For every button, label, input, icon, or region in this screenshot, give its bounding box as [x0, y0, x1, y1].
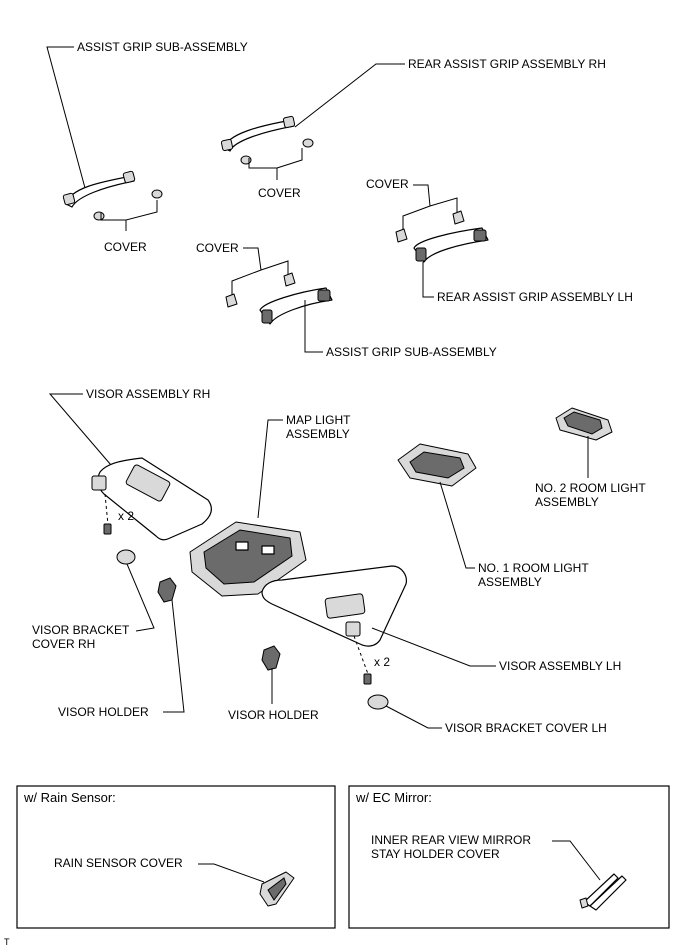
- stay-holder-cover-part: [579, 873, 627, 911]
- label-room1-line2: ASSEMBLY: [478, 575, 542, 589]
- map-light-part: [189, 521, 307, 597]
- leader-assist-grip-top: [46, 46, 86, 189]
- leader-visor-lh: [371, 627, 496, 667]
- leader-rear-grip-lh: [422, 262, 434, 298]
- leader-bracket-lh: [385, 705, 442, 729]
- label-room2-line1: NO. 2 ROOM LIGHT: [535, 481, 646, 495]
- label-qty-lh: x 2: [374, 655, 390, 669]
- label-qty-rh: x 2: [118, 509, 134, 523]
- rain-sensor-cover-part: [259, 871, 295, 907]
- label-rear-grip-lh: REAR ASSIST GRIP ASSEMBLY LH: [437, 290, 633, 304]
- label-ec-line2: STAY HOLDER COVER: [371, 847, 500, 861]
- label-visor-rh: VISOR ASSEMBLY RH: [86, 387, 210, 401]
- label-assist-grip-bottom: ASSIST GRIP SUB-ASSEMBLY: [326, 345, 497, 359]
- leader-cover-4: [231, 247, 289, 296]
- leader-cover-2: [248, 148, 303, 180]
- visor-holder-2-part: [261, 645, 281, 671]
- assist-grip-top-part: [62, 170, 136, 208]
- screw-line-lh: [353, 635, 369, 675]
- leader-map-light: [257, 419, 283, 519]
- visor-lh-part: [261, 565, 407, 647]
- label-rain-sensor-cover: RAIN SENSOR COVER: [54, 856, 183, 870]
- cover-cap-3b: [452, 210, 465, 225]
- leader-assist-grip-bottom: [304, 300, 323, 353]
- cover-cap-3a: [395, 228, 408, 243]
- screw-lh: [363, 673, 372, 685]
- label-visor-holder-1: VISOR HOLDER: [58, 705, 149, 719]
- label-ec-line1: INNER REAR VIEW MIRROR: [371, 833, 531, 847]
- cover-cap-4a: [225, 293, 238, 308]
- cover-cap-4b: [283, 272, 296, 287]
- rain-sensor-box-title: w/ Rain Sensor:: [23, 790, 116, 805]
- label-assist-grip-top: ASSIST GRIP SUB-ASSEMBLY: [77, 40, 248, 54]
- cover-cap-2b: [302, 138, 314, 148]
- screw-rh: [103, 523, 112, 535]
- leader-rear-grip-rh: [294, 63, 405, 128]
- label-map-light-line1: MAP LIGHT: [286, 413, 351, 427]
- label-cover-4: COVER: [196, 241, 239, 255]
- leader-cover-1: [100, 200, 158, 231]
- rain-sensor-box: [16, 785, 336, 929]
- label-visor-holder-2: VISOR HOLDER: [228, 708, 319, 722]
- label-rear-grip-rh: REAR ASSIST GRIP ASSEMBLY RH: [408, 57, 606, 71]
- label-cover-3: COVER: [366, 177, 409, 191]
- label-room2-line2: ASSEMBLY: [535, 495, 599, 509]
- visor-holder-1-part: [157, 577, 177, 603]
- label-bracket-rh-line1: VISOR BRACKET: [32, 623, 130, 637]
- leader-visor-rh: [48, 393, 118, 473]
- rear-grip-lh-part: [413, 227, 489, 263]
- visor-rh-part: [91, 457, 212, 541]
- label-visor-lh: VISOR ASSEMBLY LH: [499, 659, 621, 673]
- label-bracket-rh-line2: COVER RH: [32, 637, 95, 651]
- leader-rain-sensor-cover: [198, 863, 265, 883]
- room-light-2-part: [555, 407, 613, 441]
- label-cover-1: COVER: [104, 240, 147, 254]
- leader-room-1: [439, 481, 475, 569]
- visor-bracket-cover-rh-part: [116, 549, 136, 565]
- cover-cap-1a: [93, 211, 105, 221]
- leader-visor-holder-1: [163, 599, 185, 713]
- label-room1-line1: NO. 1 ROOM LIGHT: [478, 561, 589, 575]
- label-bracket-lh: VISOR BRACKET COVER LH: [445, 721, 607, 735]
- assist-grip-bottom-part: [259, 287, 333, 325]
- ec-mirror-box: [348, 785, 670, 929]
- room-light-1-part: [397, 443, 477, 487]
- screw-line-rh: [104, 493, 109, 526]
- rear-grip-rh-part: [220, 115, 296, 152]
- label-cover-2: COVER: [258, 186, 301, 200]
- cover-cap-1b: [151, 189, 163, 199]
- visor-bracket-cover-lh-part: [367, 694, 389, 710]
- leader-ec-holder-cover: [552, 840, 601, 881]
- label-map-light-line2: ASSEMBLY: [286, 427, 350, 441]
- leader-bracket-rh: [126, 563, 155, 632]
- leader-cover-3: [402, 184, 458, 231]
- figure-code: T: [4, 937, 10, 947]
- ec-mirror-box-title: w/ EC Mirror:: [355, 790, 432, 805]
